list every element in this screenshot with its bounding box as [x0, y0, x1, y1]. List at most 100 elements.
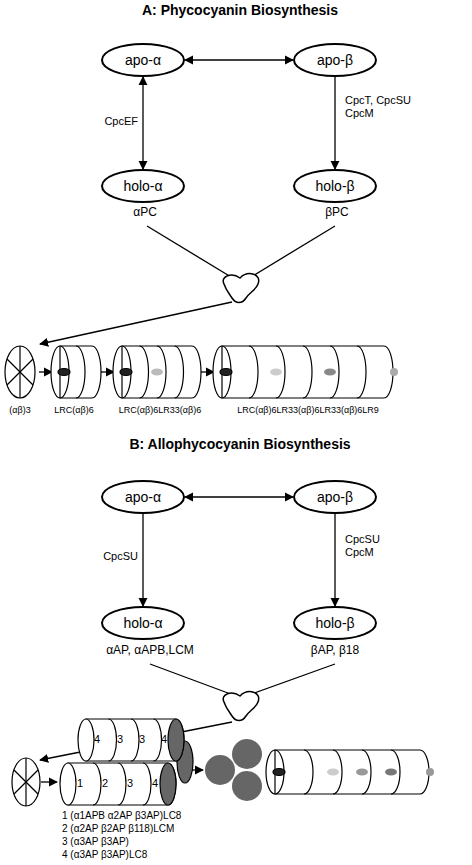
rod-cylinder	[273, 769, 285, 776]
ellipse-node: holo-α	[101, 606, 185, 640]
trimer-disk	[7, 359, 33, 385]
ellipse-node: holo-α	[101, 169, 185, 203]
rod-cylinder	[220, 369, 232, 376]
reaction-arrow	[142, 77, 143, 169]
enzyme-label: CpcT, CpcSU CpcM	[345, 94, 419, 120]
hexamer-cylinder	[51, 346, 101, 398]
core-cylinders	[60, 763, 76, 805]
hexamer-cylinder	[58, 369, 70, 376]
callout-number: 1	[77, 777, 83, 790]
rod-cylinder	[213, 346, 231, 398]
panel-title: A: Phycocyanin Biosynthesis	[142, 2, 338, 18]
ellipse-outline	[102, 481, 184, 513]
assembly-line	[147, 226, 236, 280]
rod-cylinder	[327, 769, 339, 776]
hexamer-cylinder	[76, 346, 85, 398]
reaction-arrow	[185, 496, 293, 497]
assembly-line	[100, 371, 114, 372]
core-circles	[232, 771, 262, 801]
ellipse-outline	[294, 607, 376, 639]
trimer-disk	[14, 770, 38, 794]
callout-number: 3	[127, 777, 133, 790]
trimer-disk	[5, 346, 35, 398]
rod-cylinder	[222, 346, 393, 398]
trimer-disk	[12, 758, 40, 806]
reaction-arrow	[334, 77, 335, 169]
rod-cylinder	[122, 346, 201, 398]
enzyme-label: CpcSU	[80, 550, 138, 563]
ellipse-node: apo-β	[293, 480, 377, 514]
callout-number: 4	[152, 777, 158, 790]
node-label: apo-β	[317, 489, 353, 505]
rod-cylinder	[113, 346, 131, 398]
core-cylinders	[168, 719, 184, 761]
enzyme-label: CpcSU CpcM	[345, 533, 395, 559]
ellipse-node: apo-α	[101, 480, 185, 514]
legend-line: 1 (α1APB α2AP β3AP)LC8	[62, 810, 181, 822]
callout-number: 4	[94, 733, 100, 746]
subunit-label: αAP, αAPB,LCM	[106, 644, 194, 658]
reaction-arrow	[142, 514, 143, 606]
core-circles	[205, 739, 262, 801]
subunit-label: βPC	[325, 206, 349, 220]
heterodimer-shape	[223, 692, 258, 721]
core-circles	[205, 755, 235, 785]
trimer-disk	[12, 758, 40, 806]
core-cylinders	[78, 719, 94, 761]
node-label: holo-α	[123, 178, 162, 194]
ellipse-node: apo-α	[101, 43, 185, 77]
legend-line: 2 (α2AP β2AP β118)LCM	[62, 823, 174, 835]
complex-label: LRC(αβ)6LR33(αβ)6LR33(αβ)6LR9	[237, 405, 379, 415]
rod-cylinder	[113, 346, 201, 398]
assembly-line	[246, 226, 335, 280]
rod-cylinder	[390, 368, 398, 376]
core-cylinders	[68, 763, 176, 805]
legend-line: 3 (α3AP β3AP)	[62, 836, 129, 848]
rod-cylinder	[356, 769, 368, 776]
rod-cylinder	[275, 750, 429, 794]
node-label: apo-β	[317, 52, 353, 68]
rod-cylinder	[151, 369, 163, 376]
ellipse-outline	[294, 481, 376, 513]
rod-cylinder	[270, 369, 282, 376]
heterodimer-shape	[223, 274, 258, 303]
ellipse-outline	[102, 170, 184, 202]
complex-label: LRC(αβ)6LR33(αβ)6	[119, 405, 201, 415]
node-label: holo-β	[315, 615, 354, 631]
trimer-disk	[14, 770, 38, 794]
assembly-line	[41, 781, 57, 782]
reaction-arrow	[334, 514, 335, 606]
rod-cylinder	[324, 369, 336, 376]
ellipse-outline	[102, 607, 184, 639]
ellipse-node: holo-β	[293, 606, 377, 640]
rod-cylinder	[249, 346, 366, 398]
rod-cylinder	[140, 346, 184, 398]
complex-label: LRC(αβ)6	[54, 405, 93, 415]
node-label: apo-α	[125, 52, 161, 68]
assembly-line	[246, 664, 335, 696]
assembly-line	[40, 302, 232, 344]
panel-title: B: Allophycocyanin Biosynthesis	[129, 436, 350, 452]
subunit-label: αPC	[133, 206, 157, 220]
rod-cylinder	[213, 346, 398, 398]
ellipse-node: apo-β	[293, 43, 377, 77]
callout-number: 3	[139, 733, 145, 746]
rod-cylinder	[426, 768, 434, 776]
hexamer-cylinder	[51, 346, 69, 398]
node-label: holo-α	[123, 615, 162, 631]
rod-cylinder	[266, 750, 284, 794]
rod-cylinder	[120, 369, 132, 376]
node-label: apo-α	[125, 489, 161, 505]
trimer-disk	[5, 346, 35, 398]
complex-label: (αβ)3	[9, 405, 30, 415]
core-cylinders	[160, 763, 176, 805]
assembly-line	[39, 371, 52, 372]
enzyme-label: CpcEF	[86, 115, 138, 128]
callout-number: 4	[161, 733, 167, 746]
legend-line: 4 (α3AP β3AP)LC8	[62, 849, 147, 861]
ellipse-outline	[294, 44, 376, 76]
assembly-line	[192, 769, 203, 770]
core-cylinders	[93, 763, 151, 805]
